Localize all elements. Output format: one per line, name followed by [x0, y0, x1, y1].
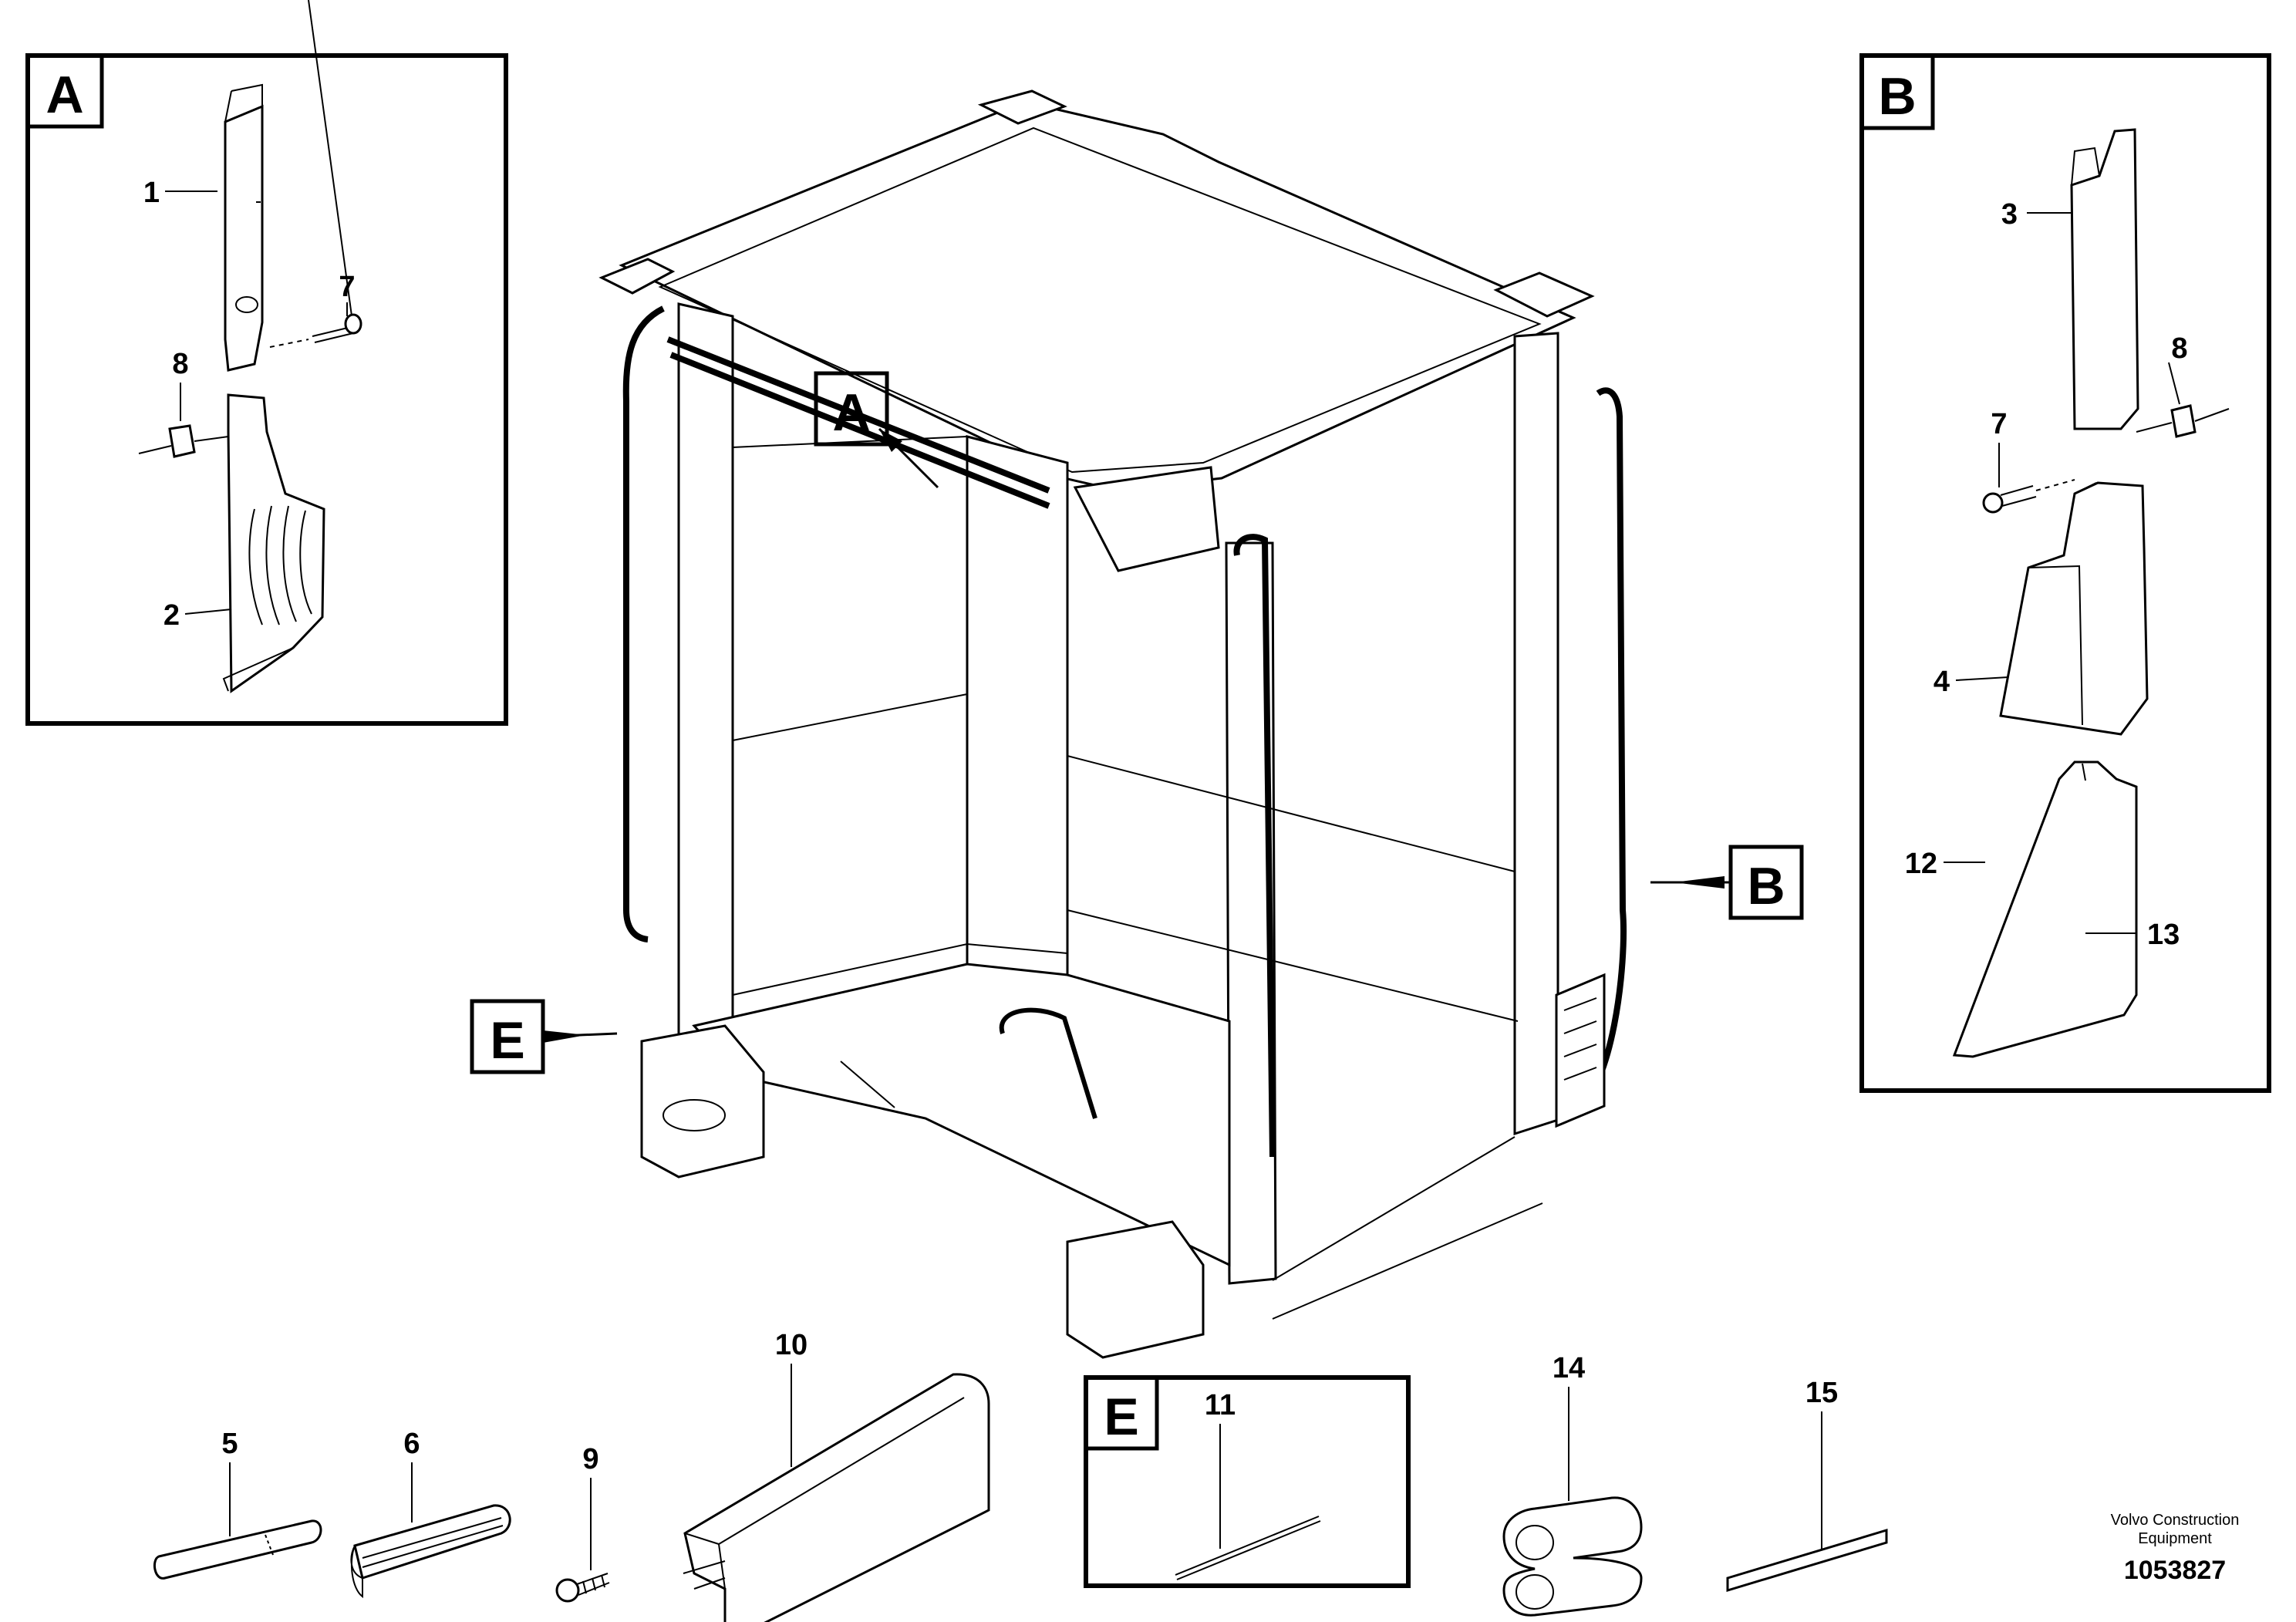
- trim-cover-part-b: [1952, 760, 2138, 1058]
- pointer-b-letter: B: [1747, 857, 1785, 916]
- trim-upper-part: [224, 83, 264, 372]
- bolt-part-a: [269, 0, 362, 348]
- label-part-12: 12: [1905, 848, 1937, 880]
- label-part-15: 15: [1805, 1377, 1838, 1409]
- strip-part-15: 15: [1726, 1377, 1888, 1593]
- double-seal-part-14: 14: [1502, 1352, 1643, 1617]
- trim-lower-part-b: [1999, 481, 2149, 736]
- clip-part-a: [138, 424, 229, 458]
- label-part-8-b: 8: [2171, 332, 2187, 365]
- label-part-8-a: 8: [172, 348, 188, 380]
- pointer-a-letter: A: [832, 383, 870, 442]
- detail-box-b: B: [1859, 53, 2271, 1093]
- label-part-10: 10: [775, 1329, 807, 1361]
- label-part-6: 6: [403, 1428, 420, 1460]
- cab-frame: [598, 89, 1627, 1359]
- trim-lower-part: [222, 393, 325, 693]
- label-part-4: 4: [1934, 666, 1950, 698]
- edge-strip-part-5: 5: [153, 1428, 322, 1580]
- label-part-13: 13: [2147, 919, 2180, 951]
- label-part-2: 2: [164, 599, 180, 632]
- detail-box-a-letter: A: [46, 66, 83, 124]
- screw-part-9: 9: [555, 1443, 610, 1603]
- footer: Volvo Construction Equipment 1053827: [2111, 1512, 2240, 1585]
- drawing-number: 1053827: [2124, 1556, 2226, 1585]
- detail-box-a: A 1 7: [25, 0, 508, 726]
- cover-plate-part-10: 10: [683, 1329, 990, 1622]
- detail-box-e-letter: E: [1104, 1388, 1138, 1446]
- detail-box-e: E 11: [1084, 1375, 1411, 1588]
- label-part-7-b: 7: [1991, 408, 2007, 440]
- label-part-3: 3: [2001, 198, 2018, 231]
- label-part-1: 1: [143, 177, 160, 209]
- label-part-14: 14: [1553, 1352, 1585, 1384]
- pointer-e-letter: E: [490, 1011, 524, 1070]
- seal-strip-part-6: 6: [350, 1428, 511, 1598]
- label-part-11: 11: [1205, 1389, 1236, 1421]
- clip-part-b: [2136, 404, 2230, 438]
- brand-line-2: Equipment: [2138, 1530, 2212, 1547]
- label-part-5: 5: [221, 1428, 238, 1460]
- pointer-b: B: [1650, 845, 1804, 920]
- trim-upper-part-b: [2070, 128, 2139, 430]
- label-part-7-a: 7: [339, 271, 355, 303]
- label-part-9: 9: [582, 1443, 598, 1475]
- pointer-a: A: [814, 371, 939, 489]
- bolt-part-b: [1982, 479, 2075, 514]
- detail-box-b-letter: B: [1878, 67, 1916, 126]
- brand-line-1: Volvo Construction: [2111, 1512, 2240, 1529]
- pointer-e: E: [470, 999, 618, 1074]
